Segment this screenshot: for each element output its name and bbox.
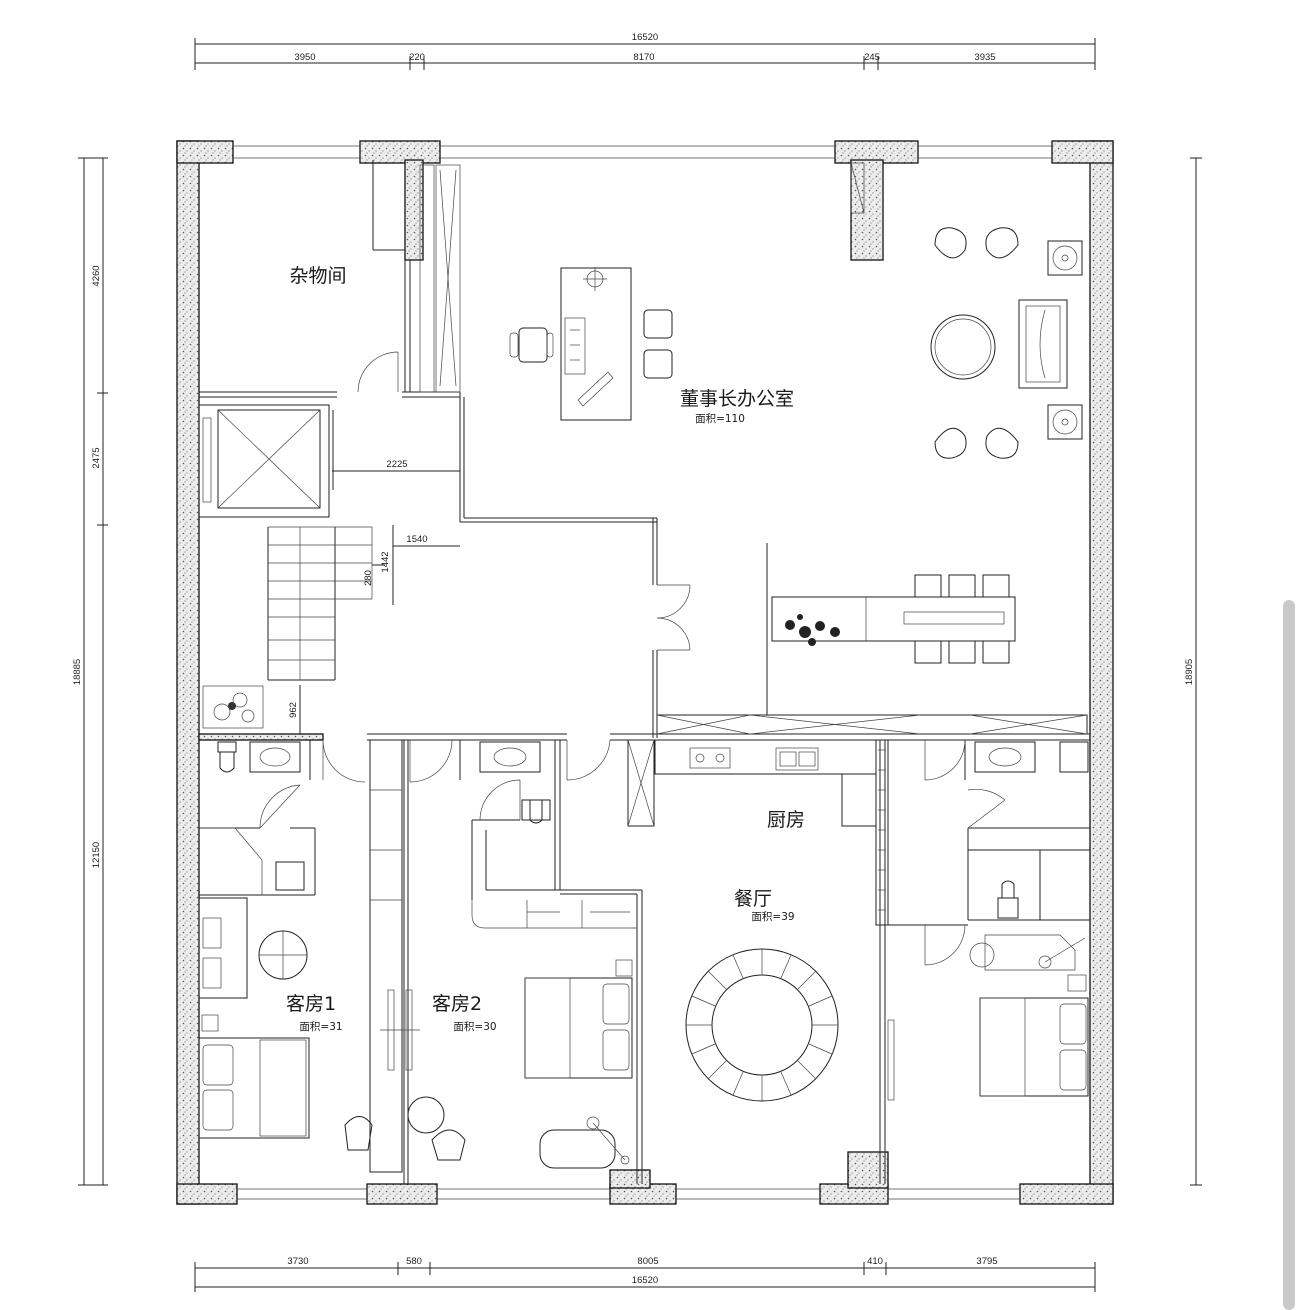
dim-top-total: 16520 <box>632 32 658 43</box>
dim-bottom-2: 580 <box>406 1256 422 1267</box>
dim-inner-280: 280 <box>363 570 374 586</box>
dim-top-5: 3935 <box>974 52 995 63</box>
dim-left-2: 2475 <box>91 447 102 468</box>
room-label-guest1: 客房1 <box>286 993 336 1015</box>
guest1-furniture <box>198 741 400 1151</box>
dim-inner-1540: 1540 <box>406 534 427 545</box>
desk-icon <box>560 267 632 421</box>
dim-top-2: 220 <box>409 52 425 63</box>
vertical-scrollbar[interactable] <box>1283 600 1295 1310</box>
floor-lamp-icon <box>1047 240 1083 440</box>
bottom-dimension-lines <box>194 1262 1096 1292</box>
dim-inner-2225: 2225 <box>386 459 407 470</box>
inner-dimension-marks <box>299 410 460 734</box>
sofa-icon <box>1018 299 1068 389</box>
left-dimension-lines <box>78 157 108 1186</box>
office-chair-icon <box>509 327 554 363</box>
dim-right-total: 18905 <box>1184 659 1195 685</box>
area-label-guest1: 面积=31 <box>299 1021 342 1033</box>
office-cabinet-strip <box>656 714 1088 735</box>
area-label-dining: 面积=39 <box>751 911 794 923</box>
guest2-furniture <box>400 741 633 1169</box>
dim-top-3: 8170 <box>633 52 654 63</box>
dining-table-icon <box>685 948 839 1102</box>
staircase <box>267 526 373 681</box>
room-label-guest2: 客房2 <box>432 993 482 1015</box>
kitchen-counter-icon <box>627 739 877 827</box>
stair-ladder-icon <box>878 749 886 911</box>
meeting-table-icon <box>766 543 1016 715</box>
dim-left-1: 4260 <box>91 265 102 286</box>
doors <box>259 351 1006 966</box>
dim-top-1: 3950 <box>294 52 315 63</box>
dim-bottom-total: 16520 <box>632 1275 658 1286</box>
dim-bottom-3: 8005 <box>637 1256 658 1267</box>
room-label-storage: 杂物间 <box>289 265 346 287</box>
area-label-chairman-office: 面积=110 <box>695 413 745 425</box>
area-label-guest2: 面积=30 <box>453 1021 496 1033</box>
corridor-plant-icon <box>202 685 264 729</box>
guest3-furniture <box>887 741 1089 1101</box>
columns <box>404 159 889 1189</box>
dim-bottom-1: 3730 <box>287 1256 308 1267</box>
dim-bottom-5: 3795 <box>976 1256 997 1267</box>
right-dimension-lines <box>1190 157 1202 1186</box>
room-label-chairman-office: 董事长办公室 <box>680 388 794 410</box>
dim-bottom-4: 410 <box>867 1256 883 1267</box>
room-label-kitchen: 厨房 <box>767 809 805 831</box>
plant-icon <box>785 614 840 646</box>
dim-inner-962: 962 <box>288 702 299 718</box>
round-coffee-table-icon <box>930 314 996 380</box>
visitor-chairs-icon <box>643 309 673 379</box>
top-dimension-lines <box>194 38 1096 70</box>
dim-top-4: 245 <box>864 52 880 63</box>
lounge-armchairs-icon <box>934 227 1019 459</box>
room-label-dining: 餐厅 <box>734 888 772 910</box>
dim-inner-1442: 1442 <box>380 551 391 572</box>
dim-left-3: 12150 <box>91 842 102 868</box>
outer-walls <box>176 140 1114 1205</box>
dim-left-total: 18885 <box>72 659 83 685</box>
